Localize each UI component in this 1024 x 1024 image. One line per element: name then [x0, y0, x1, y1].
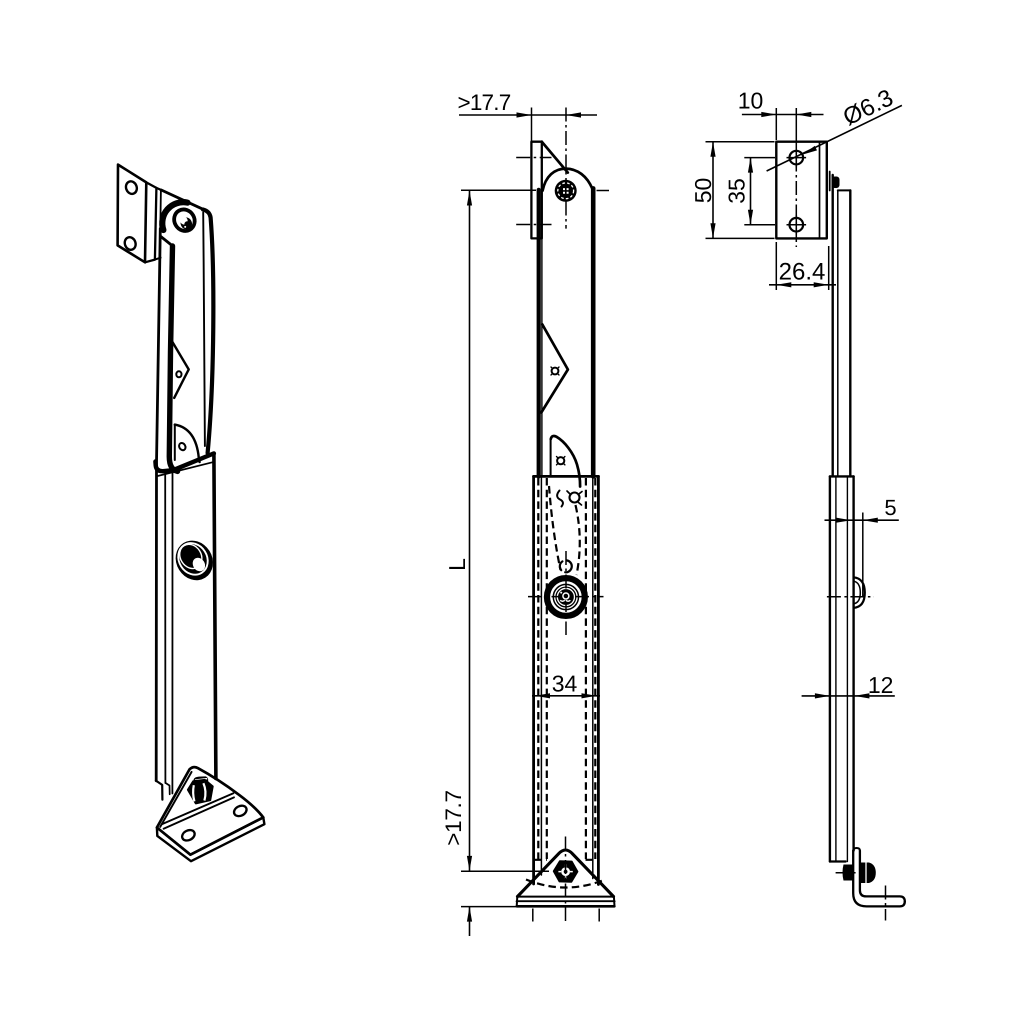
svg-text:35: 35 — [724, 178, 750, 204]
svg-text:L: L — [444, 558, 470, 571]
svg-text:50: 50 — [690, 178, 716, 204]
svg-text:>17.7: >17.7 — [441, 790, 466, 845]
svg-text:26.4: 26.4 — [779, 259, 826, 286]
svg-text:34: 34 — [552, 671, 578, 697]
svg-text:12: 12 — [868, 672, 894, 698]
svg-text:10: 10 — [738, 88, 764, 114]
svg-text:5: 5 — [884, 495, 896, 520]
svg-text:>17.7: >17.7 — [458, 90, 511, 115]
